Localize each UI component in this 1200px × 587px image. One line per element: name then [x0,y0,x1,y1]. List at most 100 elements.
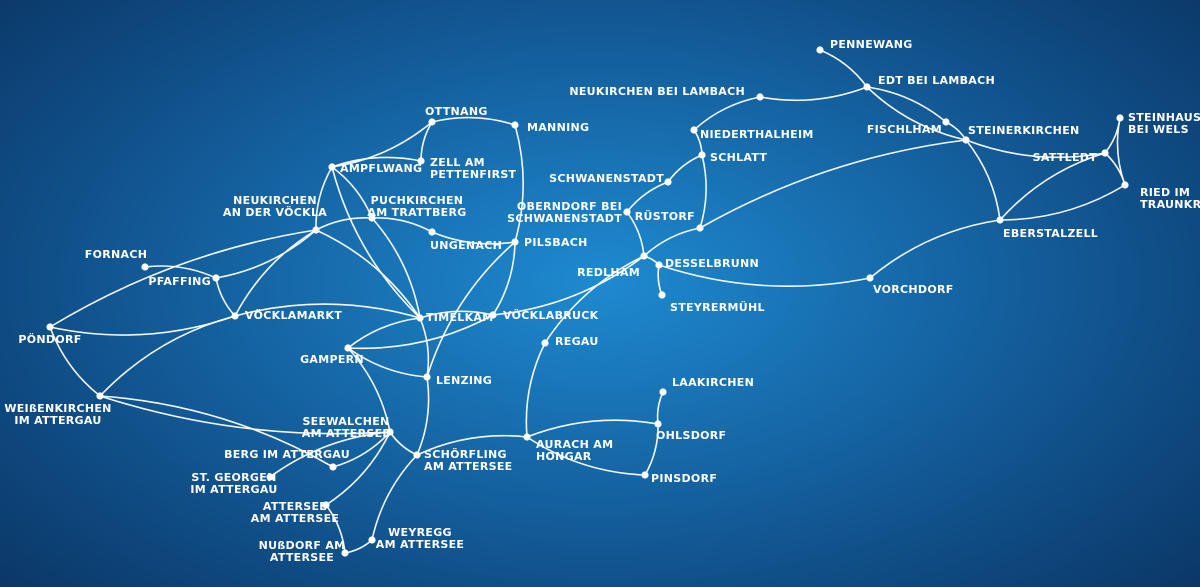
node-ohlsdorf[interactable] [654,420,662,428]
label-line: AM ATTERSEE [251,512,339,525]
label-line: PUCHKIRCHEN [371,194,464,207]
node-ried[interactable] [1121,181,1129,189]
node-seewalchen[interactable] [386,428,394,436]
label-steinerkirchen: STEINERKIRCHEN [968,124,1080,137]
node-zell[interactable] [417,157,425,165]
label-ottnang: OTTNANG [425,105,488,118]
edge-puchkirchen-timelkam [371,217,421,319]
node-fornach[interactable] [141,263,149,271]
edge-neukirchen_lambach-edt [759,86,868,102]
node-oberndorf[interactable] [623,208,631,216]
label-voecklamarkt: VÖCKLAMARKT [245,308,342,322]
node-timelkam[interactable] [416,314,424,322]
label-vorchdorf: VORCHDORF [873,283,954,296]
label-pennewang: PENNEWANG [830,38,913,51]
label-line: WEIßENKIRCHEN [4,402,111,415]
edge-pilsbach-voecklabruck [492,241,516,316]
edge-edt-steinerkirchen [866,86,967,141]
node-ottnang[interactable] [428,118,436,126]
node-puchkirchen[interactable] [368,214,376,222]
edge-ungenach-pilsbach [431,231,516,245]
edge-puchkirchen-neukirchen_voeckla [315,216,373,231]
node-ungenach[interactable] [428,228,436,236]
node-pfaffing[interactable] [212,274,220,282]
node-nussdorf[interactable] [341,549,349,557]
edge-ried-eberstalzell [999,184,1126,221]
node-regau[interactable] [541,339,549,347]
label-line: BERG IM ATTERGAU [224,448,350,461]
edge-seewalchen-stgeorgen [269,431,391,478]
edge-neukirchen_voeckla-voecklamarkt [234,229,317,317]
edge-vorchdorf-desselbrunn [658,264,871,288]
label-laakirchen: LAAKIRCHEN [672,376,754,389]
edge-weissenkirchen-seewalchen [99,395,391,435]
node-attersee[interactable] [322,501,330,509]
edge-seewalchen-attersee [325,431,391,506]
label-line: SCHLATT [710,151,767,164]
node-gampern[interactable] [344,344,352,352]
edge-ampflwang-ottnang [331,121,433,168]
edge-ottnang-manning [431,116,516,126]
node-pinsdorf[interactable] [641,471,649,479]
node-fischlham[interactable] [942,118,950,126]
node-aurach[interactable] [523,433,531,441]
node-sattledt[interactable] [1101,149,1109,157]
edge-gampern-lenzing [347,347,428,378]
edge-seewalchen-schoerfling [389,431,418,456]
node-steinhaus[interactable] [1116,114,1124,122]
node-steyrermuehl[interactable] [658,291,666,299]
node-voecklamarkt[interactable] [231,312,239,320]
node-weyregg[interactable] [368,536,376,544]
edge-steinerkirchen-eberstalzell [965,139,1001,221]
node-eberstalzell[interactable] [996,216,1004,224]
node-redlham[interactable] [640,252,648,260]
edge-nussdorf-weyregg [344,539,373,554]
label-sattledt: SATTLEDT [1033,151,1098,164]
label-line: WEYREGG [388,526,452,539]
label-line: NEUKIRCHEN BEI LAMBACH [569,85,745,98]
node-vorchdorf[interactable] [866,274,874,282]
node-pilsbach[interactable] [511,238,519,246]
label-regau: REGAU [555,335,599,348]
node-voecklabruck[interactable] [489,311,497,319]
label-line: AM ATTERSEE [376,538,464,551]
edge-gampern-seewalchen [347,347,391,433]
label-line: NEUKIRCHEN [233,194,317,207]
node-schoerfling[interactable] [413,451,421,459]
edge-eberstalzell-vorchdorf [869,219,1001,279]
node-manning[interactable] [511,121,519,129]
node-poendorf[interactable] [46,323,54,331]
node-edt[interactable] [863,83,871,91]
edge-poendorf-weissenkirchen [49,326,101,397]
node-ampflwang[interactable] [328,163,336,171]
node-schlatt[interactable] [698,151,706,159]
node-neukirchen_lambach[interactable] [756,93,764,101]
label-line: GAMPERN [300,353,364,366]
node-ruestorf[interactable] [696,224,704,232]
node-berg[interactable] [329,463,337,471]
node-lenzing[interactable] [423,373,431,381]
node-desselbrunn[interactable] [655,261,663,269]
node-steinerkirchen[interactable] [962,136,970,144]
node-weissenkirchen[interactable] [96,392,104,400]
node-stgeorgen[interactable] [266,473,274,481]
node-schwanenstadt[interactable] [664,178,672,186]
edge-seewalchen-berg [332,431,391,468]
node-niederthalheim[interactable] [690,126,698,134]
label-edt: EDT BEI LAMBACH [878,74,995,87]
edge-attersee-nussdorf [325,504,346,554]
edge-timelkam-voecklabruck [419,310,494,319]
node-pennewang[interactable] [816,46,824,54]
edge-sattledt-ried [1104,152,1126,186]
edge-ruestorf-redlham [643,227,701,257]
label-line: DESSELBRUNN [665,257,759,270]
label-eberstalzell: EBERSTALZELL [1003,227,1098,240]
label-line: LAAKIRCHEN [672,376,754,389]
node-neukirchen_voeckla[interactable] [312,226,320,234]
node-laakirchen[interactable] [659,388,667,396]
